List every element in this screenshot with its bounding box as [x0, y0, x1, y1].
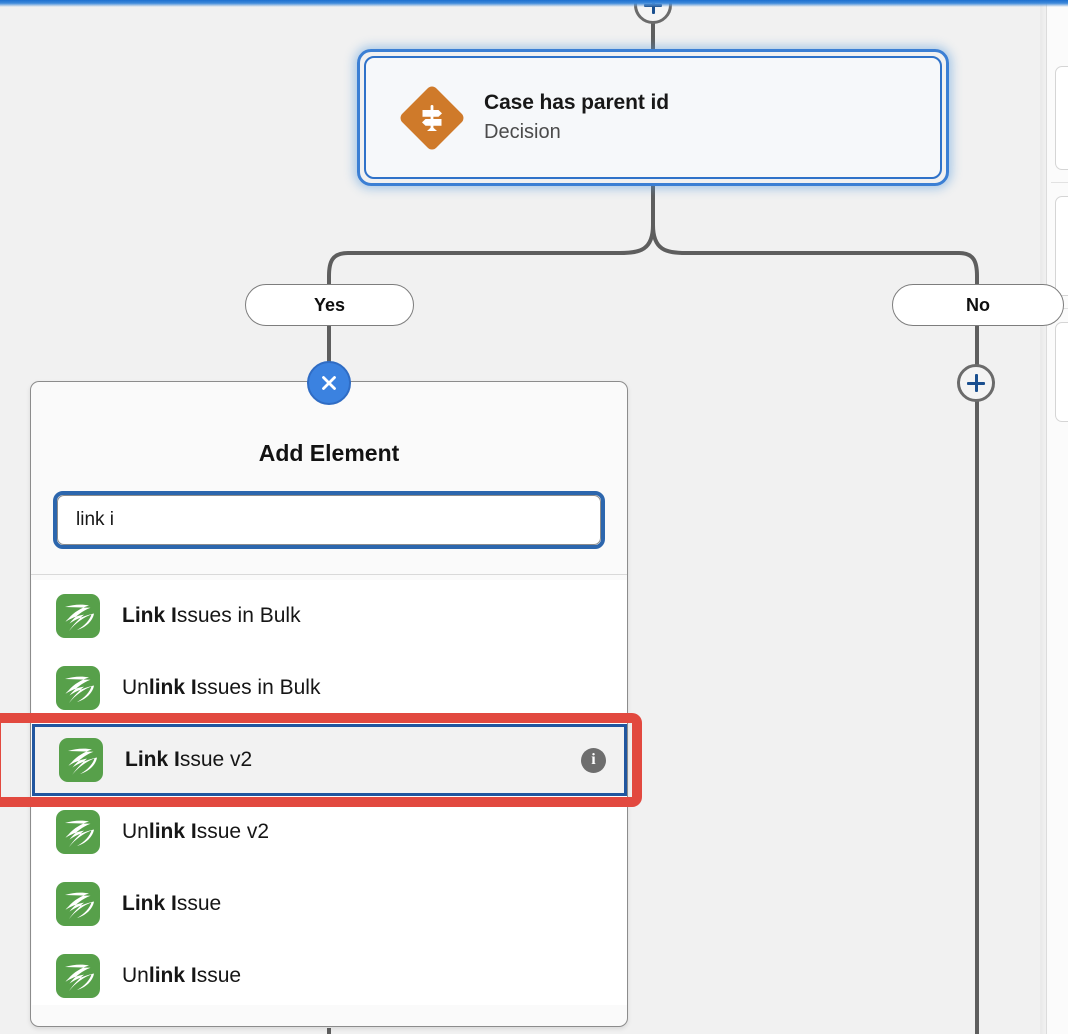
canvas-top-highlight — [0, 0, 1068, 7]
zapier-z-icon — [56, 954, 100, 998]
sidebar-card[interactable] — [1055, 196, 1068, 296]
zapier-z-icon — [56, 594, 100, 638]
result-row[interactable]: Link Issue v2 i — [32, 724, 627, 796]
decision-node[interactable]: Case has parent id Decision — [357, 49, 949, 186]
result-row[interactable]: Link Issue — [32, 868, 627, 940]
branch-label-yes[interactable]: Yes — [245, 284, 414, 326]
zapier-z-icon — [56, 810, 100, 854]
close-panel-button[interactable] — [307, 361, 351, 405]
branch-label-no[interactable]: No — [892, 284, 1064, 326]
decision-node-subtitle: Decision — [484, 120, 561, 143]
decision-node-title: Case has parent id — [484, 91, 669, 115]
sidebar-divider — [1051, 182, 1068, 183]
result-row-label: Link Issue v2 — [125, 748, 253, 771]
canvas-right-shadow — [1040, 0, 1046, 1034]
add-element-no-branch-button[interactable] — [957, 364, 995, 402]
result-row[interactable]: Unlink Issue v2 — [32, 796, 627, 868]
panel-divider — [31, 574, 627, 575]
zapier-z-icon — [56, 882, 100, 926]
info-icon[interactable]: i — [581, 747, 606, 773]
close-icon — [322, 376, 336, 390]
result-row[interactable]: Unlink Issue — [32, 940, 627, 1005]
branch-yes-text: Yes — [313, 294, 346, 315]
zapier-z-icon — [59, 738, 103, 782]
sidebar-card[interactable] — [1055, 322, 1068, 422]
sidebar-card[interactable] — [1055, 66, 1068, 170]
search-input[interactable] — [57, 495, 601, 545]
panel-title: Add Element — [258, 440, 400, 466]
result-row[interactable]: Unlink Issues in Bulk — [32, 652, 627, 724]
branch-no-text: No — [966, 294, 990, 315]
result-row-label: Unlink Issues in Bulk — [122, 676, 321, 699]
result-row-label: Link Issue — [122, 892, 222, 915]
result-row-label: Link Issues in Bulk — [122, 604, 301, 627]
search-field-wrapper[interactable] — [53, 491, 605, 549]
result-row-label: Unlink Issue — [122, 964, 242, 987]
decision-signpost-icon — [398, 83, 466, 152]
result-row-label: Unlink Issue v2 — [122, 820, 270, 843]
right-sidebar — [1046, 0, 1068, 1034]
result-row[interactable]: Link Issues in Bulk — [32, 580, 627, 652]
decision-node-card[interactable]: Case has parent id Decision — [364, 56, 942, 179]
zapier-z-icon — [56, 666, 100, 710]
